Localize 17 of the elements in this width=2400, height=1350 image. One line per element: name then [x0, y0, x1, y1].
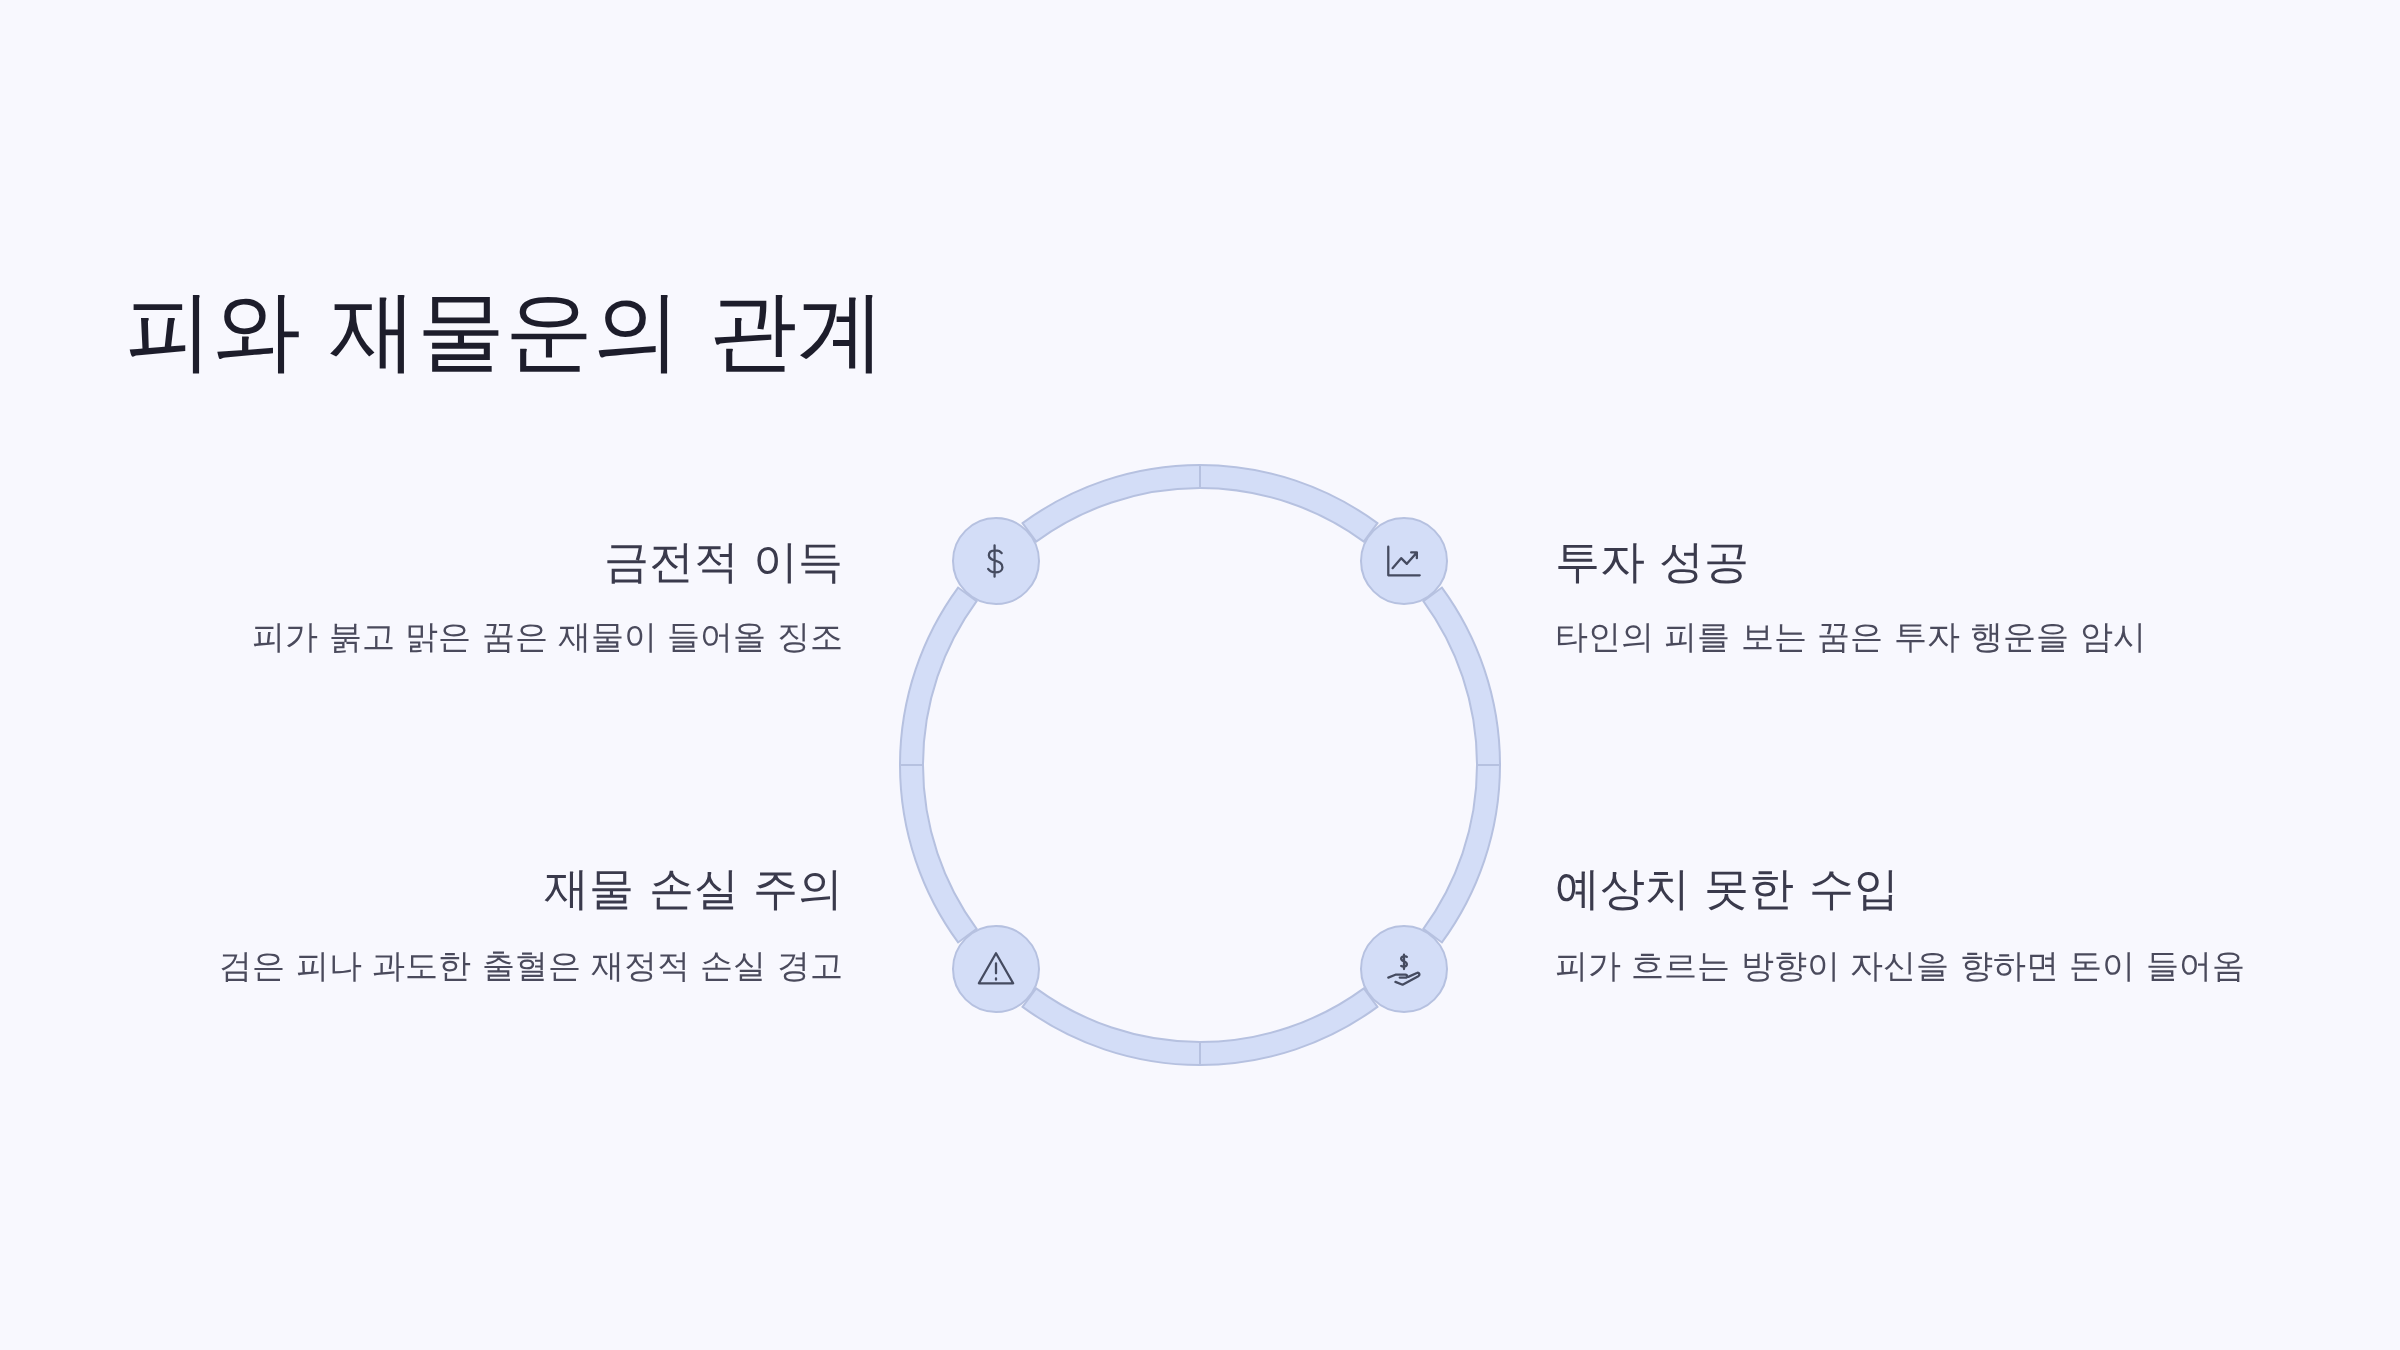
description: 피가 흐르는 방향이 자신을 향하면 돈이 들어옴: [1555, 946, 2245, 986]
description: 피가 붉고 맑은 꿈은 재물이 들어올 징조: [252, 617, 843, 657]
ring-arc: [1021, 987, 1379, 1066]
icon-circle: [1360, 925, 1448, 1013]
description: 검은 피나 과도한 출혈은 재정적 손실 경고: [219, 946, 843, 986]
description: 타인의 피를 보는 꿈은 투자 행운을 암시: [1555, 617, 2146, 657]
icon-circle: [1360, 517, 1448, 605]
ring-arc: [1422, 586, 1501, 944]
ring-arc: [1021, 464, 1379, 543]
ring-arc: [899, 586, 978, 944]
icon-circle: [952, 925, 1040, 1013]
icon-circle: [952, 517, 1040, 605]
heading: 금전적 이득: [603, 535, 843, 589]
title: 피와 재물운의 관계: [125, 278, 885, 384]
heading: 투자 성공: [1555, 535, 1750, 589]
heading: 예상치 못한 수입: [1555, 862, 1899, 916]
heading: 재물 손실 주의: [544, 862, 843, 916]
